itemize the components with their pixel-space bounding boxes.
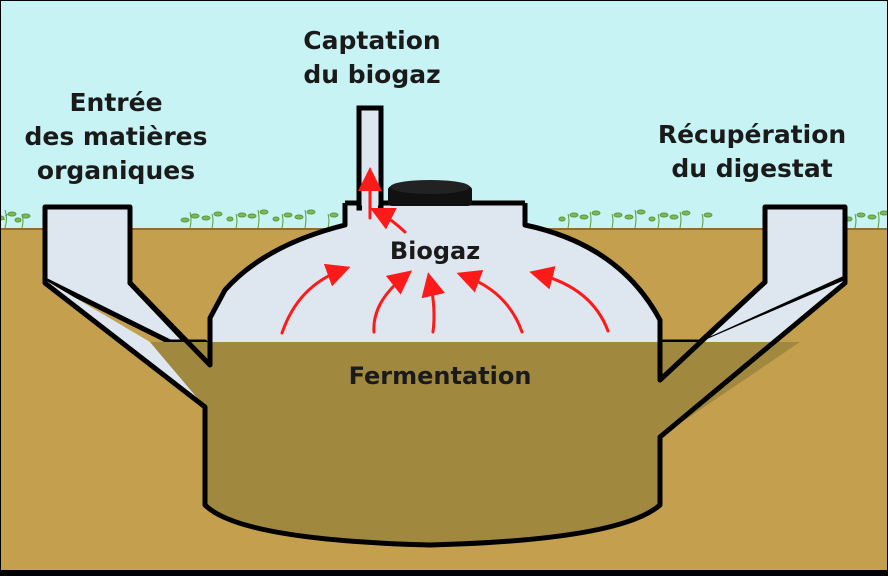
label-biogas-capture-line1: Captation: [303, 26, 441, 55]
label-organic-input-line3: organiques: [36, 156, 196, 185]
label-organic-input: Entrée des matières organiques: [0, 86, 232, 188]
label-digestate-recovery-line2: du digestat: [671, 154, 833, 183]
label-fermentation: Fermentation: [348, 362, 532, 390]
label-organic-input-line2: des matières: [24, 122, 208, 151]
red-arrow-icon: [280, 167, 610, 335]
label-biogas: Biogaz: [389, 237, 481, 265]
plant-icon: [0, 209, 888, 229]
label-biogas-capture-line2: du biogaz: [303, 60, 441, 89]
digestate-fill: [150, 342, 800, 545]
label-digestate-recovery-line1: Récupération: [657, 120, 847, 149]
label-organic-input-line1: Entrée: [69, 88, 163, 117]
label-digestate-recovery: Récupération du digestat: [628, 118, 876, 186]
label-biogas-capture: Captation du biogaz: [272, 24, 472, 92]
digester-outline: [42, 203, 848, 548]
